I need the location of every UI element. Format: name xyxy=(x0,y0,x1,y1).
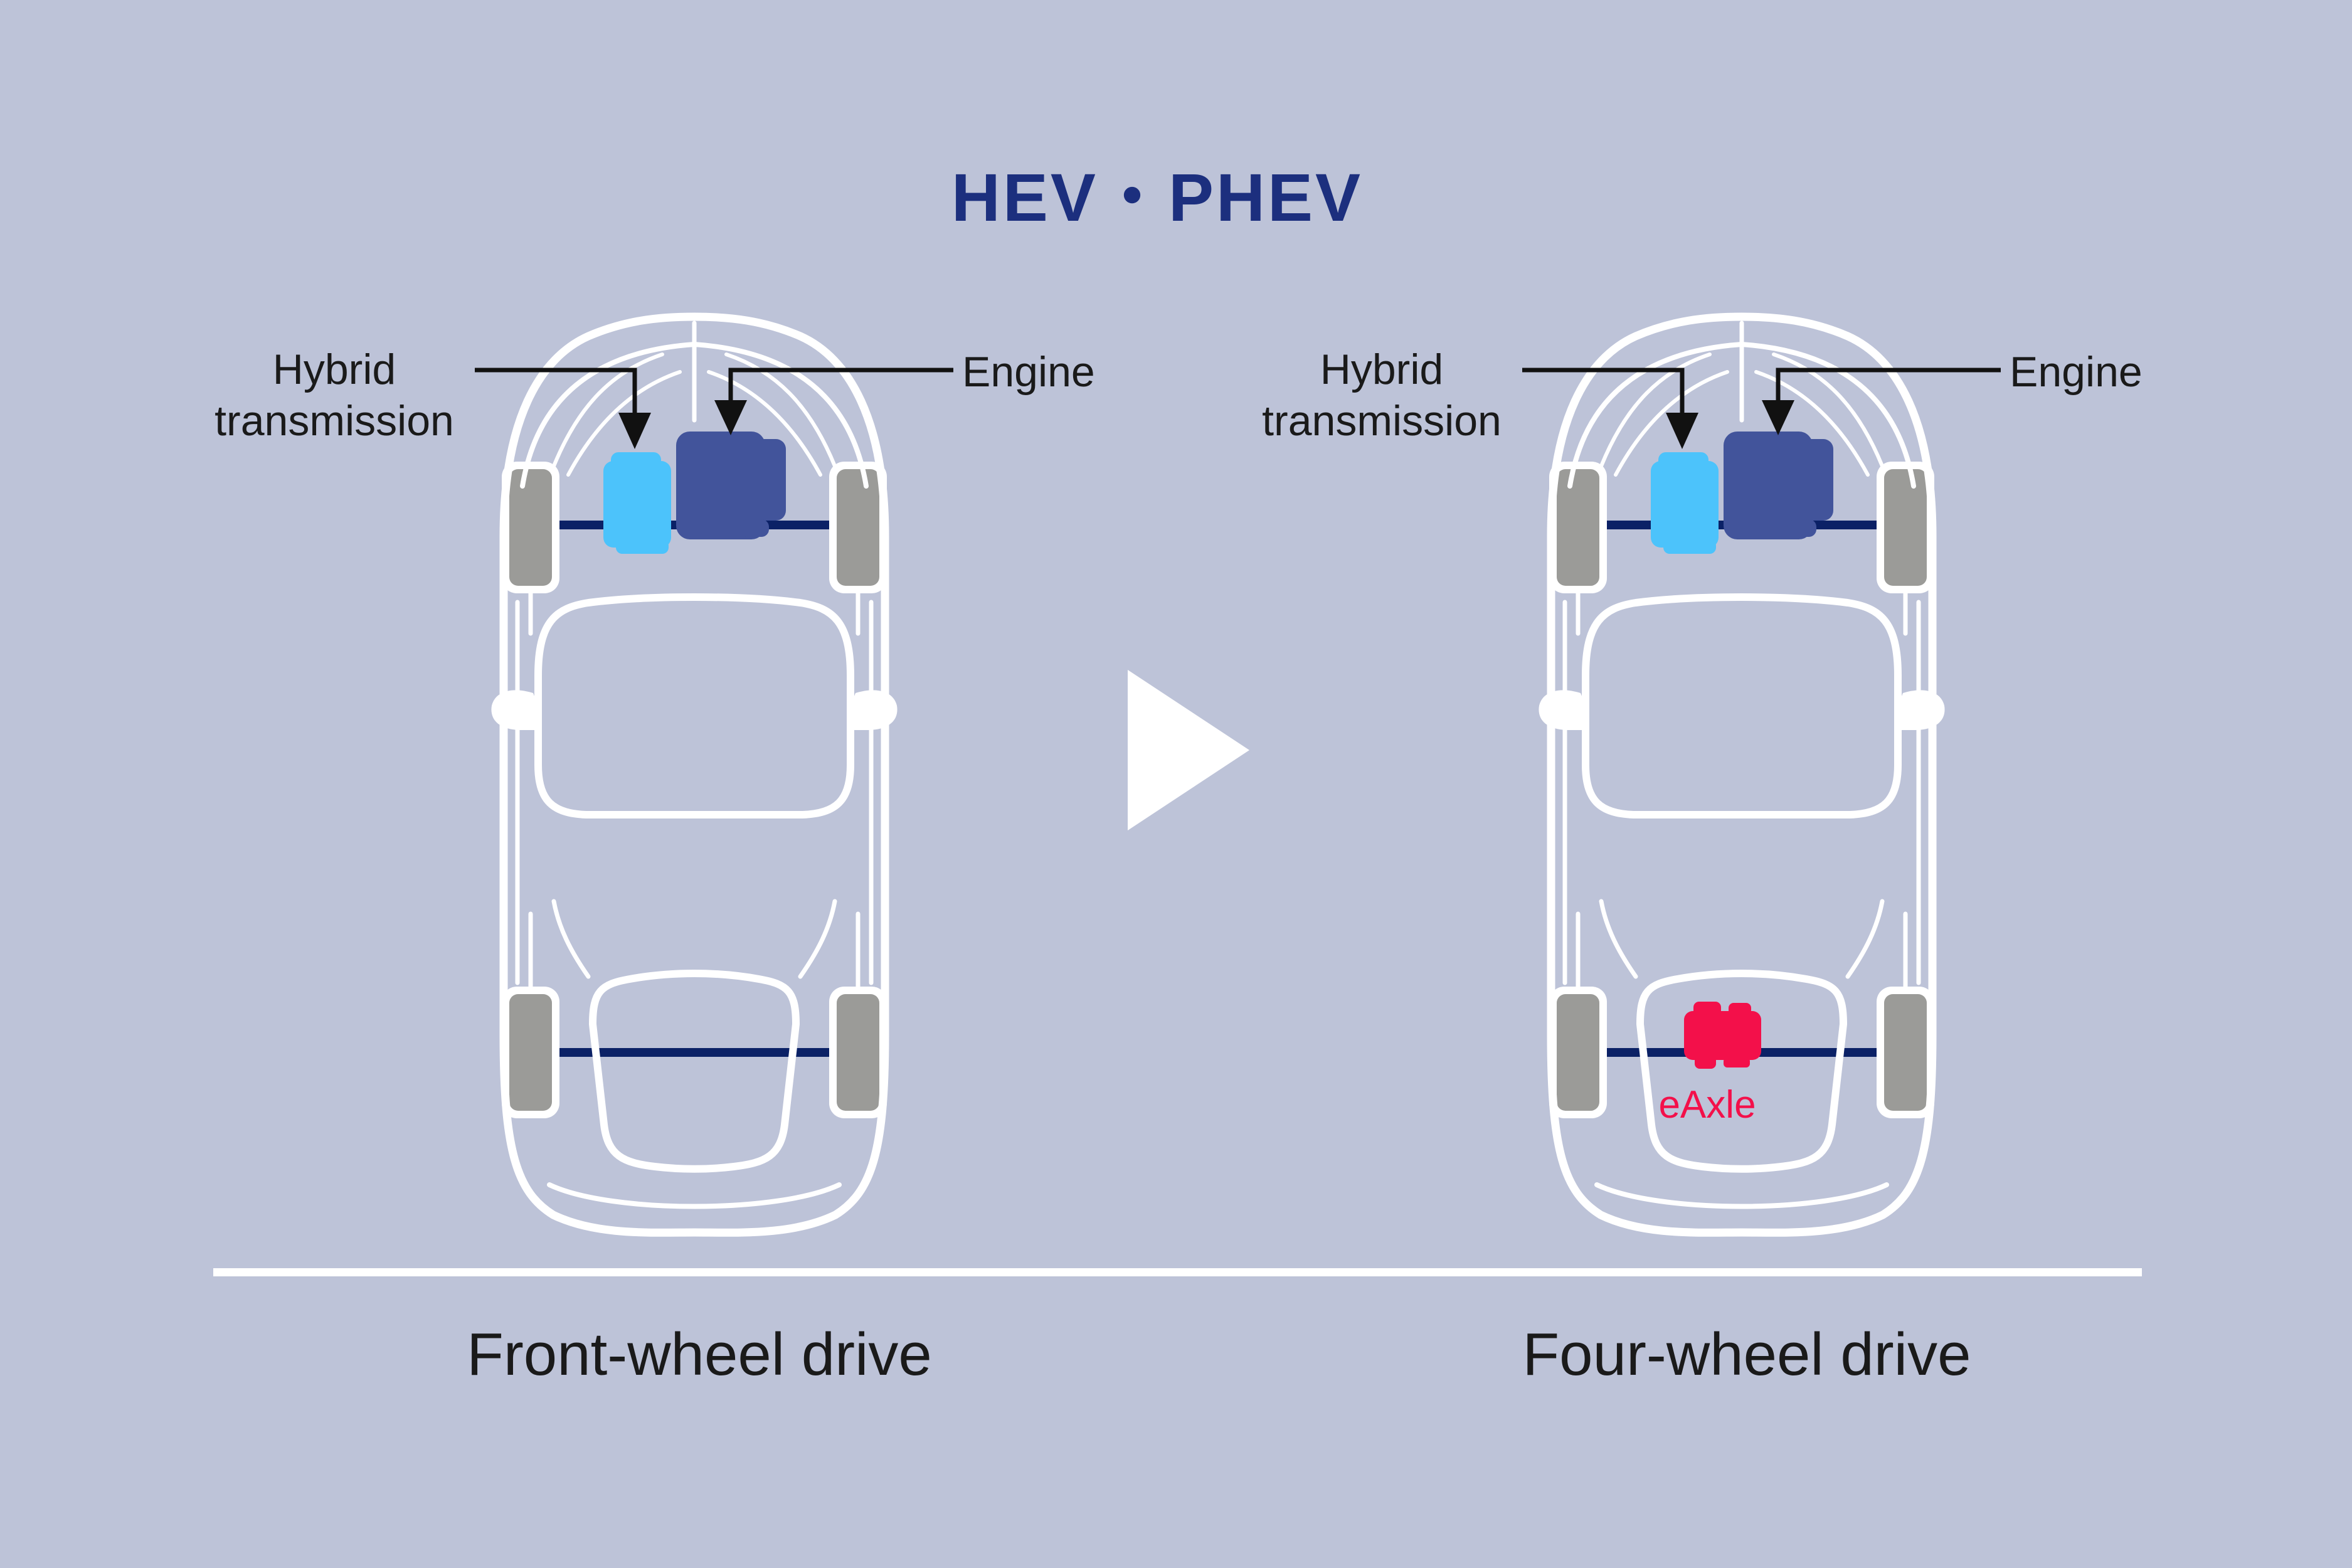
transmission-label-line1: Hybrid xyxy=(273,346,396,393)
eaxle-label: eAxle xyxy=(1658,1083,1756,1126)
transmission-arrow-icon xyxy=(618,413,651,449)
engine-pointer-line xyxy=(728,368,953,401)
engine-arrow-icon xyxy=(1762,400,1794,435)
car-left-front-wheel-drive: Hybrid transmission Engine Front-wheel d… xyxy=(215,317,1095,1388)
transmission-label-line1: Hybrid xyxy=(1320,346,1444,393)
transmission-pointer-line xyxy=(475,368,637,414)
transmission-label-line2: transmission xyxy=(215,397,454,445)
engine-label: Engine xyxy=(962,348,1095,396)
right-arrow-icon xyxy=(1128,670,1249,830)
engine-label: Engine xyxy=(2010,348,2143,396)
caption-front-wheel-drive: Front-wheel drive xyxy=(467,1321,932,1388)
hybrid-transmission-icon xyxy=(603,452,671,554)
ground-line xyxy=(213,1268,2142,1276)
transmission-arrow-icon xyxy=(1666,413,1698,449)
engine-icon xyxy=(676,432,786,539)
engine-arrow-icon xyxy=(714,400,747,435)
transmission-pointer-line xyxy=(1522,368,1685,414)
page-title: HEV・PHEV xyxy=(951,159,1363,235)
engine-pointer-line xyxy=(1776,368,2001,401)
hybrid-transmission-icon xyxy=(1651,452,1719,554)
car-right-four-wheel-drive: Hybrid transmission Engine eAxle Four-wh… xyxy=(1262,317,2143,1388)
caption-four-wheel-drive: Four-wheel drive xyxy=(1523,1321,1971,1388)
eaxle-icon xyxy=(1684,1002,1761,1069)
engine-icon xyxy=(1724,432,1833,539)
transmission-label-line2: transmission xyxy=(1262,397,1502,445)
